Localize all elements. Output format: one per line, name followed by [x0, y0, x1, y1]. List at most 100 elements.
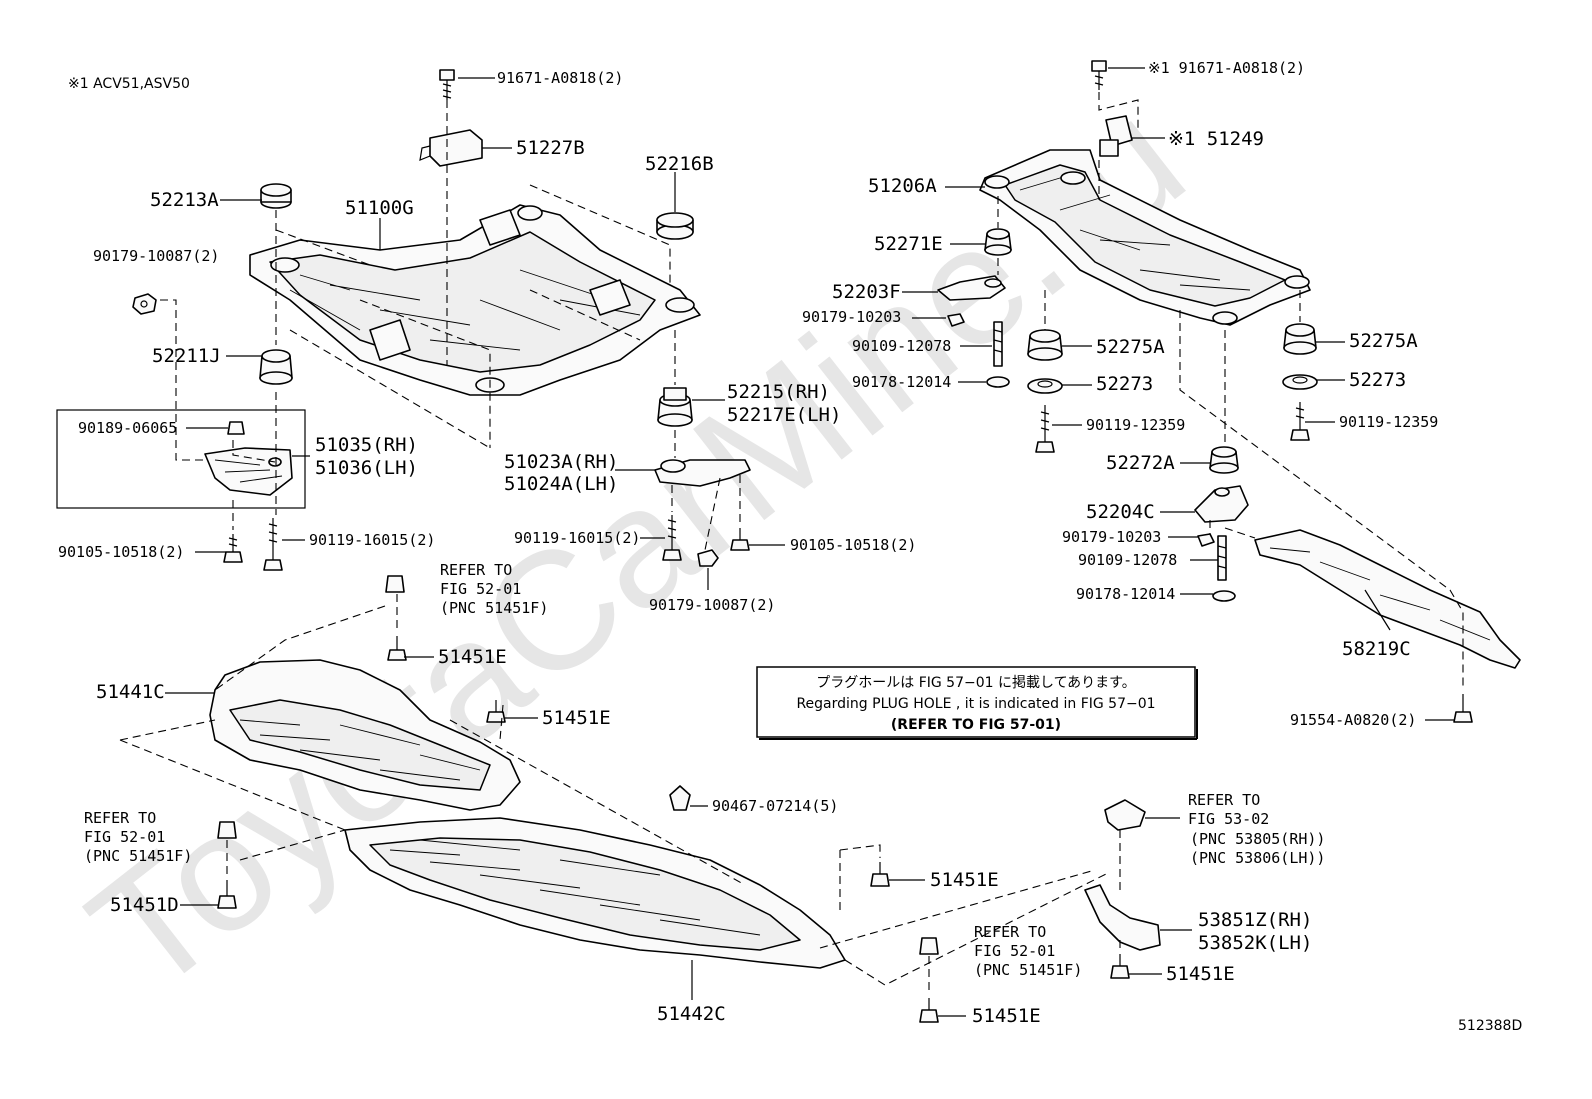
label-90119-12359-right[interactable]: 90119-12359 — [1339, 413, 1438, 431]
label-90109-12078-lower[interactable]: 90109-12078 — [1078, 551, 1177, 569]
label-90179-10087-left[interactable]: 90179-10087(2) — [93, 247, 219, 265]
label-52213a[interactable]: 52213A — [150, 189, 219, 211]
label-51451e-c[interactable]: 51451E — [930, 869, 999, 891]
label-51100g[interactable]: 51100G — [345, 197, 414, 219]
refer-right-line2[interactable]: FIG 53-02 — [1188, 810, 1269, 828]
label-90467-07214[interactable]: 90467-07214(5) — [712, 797, 838, 815]
nut-90179-10087-left — [132, 293, 157, 315]
plug-hole-note: プラグホールは FIG 57−01 に掲載してあります。 Regarding P… — [756, 666, 1198, 740]
clip-refer-top — [385, 575, 405, 593]
washer-90178-upper — [986, 376, 1010, 388]
refer-right-line1[interactable]: REFER TO — [1188, 791, 1260, 809]
refer-left-line1[interactable]: REFER TO — [84, 809, 156, 827]
bolt-91671-front — [439, 69, 455, 100]
stud-90109-upper — [993, 321, 1003, 367]
note-line-2: Regarding PLUG HOLE , it is indicated in… — [796, 696, 1155, 712]
label-91554-a0820[interactable]: 91554-A0820(2) — [1290, 711, 1416, 729]
label-52272a[interactable]: 52272A — [1106, 452, 1175, 474]
label-51451d[interactable]: 51451D — [110, 894, 179, 916]
label-90179-10087-mid[interactable]: 90179-10087(2) — [649, 596, 775, 614]
label-52204c[interactable]: 52204C — [1086, 501, 1155, 523]
bolt-90105-mid — [730, 528, 750, 551]
label-51035-rh[interactable]: 51035(RH) — [315, 434, 418, 456]
label-51024a-lh[interactable]: 51024A(LH) — [504, 473, 618, 495]
label-53851z-rh[interactable]: 53851Z(RH) — [1198, 909, 1312, 931]
label-51249[interactable]: ※1 51249 — [1168, 128, 1264, 150]
part-labels: 91671-A0818(2) 51227B 52213A 51100G 5221… — [58, 59, 1438, 1027]
refer-bottom-line1[interactable]: REFER TO — [974, 923, 1046, 941]
cushion-52215 — [657, 387, 693, 427]
label-90105-10518-left[interactable]: 90105-10518(2) — [58, 543, 184, 561]
stopper-52203f — [937, 275, 1006, 301]
cushion-52275a-left — [1027, 329, 1063, 361]
refer-left-line2[interactable]: FIG 52-01 — [84, 828, 165, 846]
label-51227b[interactable]: 51227B — [516, 137, 585, 159]
bracket-53851z — [1084, 884, 1161, 951]
engine-under-cover-51441c — [209, 659, 521, 811]
label-51451e-a[interactable]: 51451E — [438, 646, 507, 668]
label-52275a-right[interactable]: 52275A — [1349, 330, 1418, 352]
label-51451e-d[interactable]: 51451E — [972, 1005, 1041, 1027]
label-91671-a0818-front[interactable]: 91671-A0818(2) — [497, 69, 623, 87]
bolt-90119-mid — [662, 515, 682, 561]
brace-58219c — [1254, 529, 1521, 669]
clip-refer-left — [217, 821, 237, 839]
washer-52273-right — [1282, 374, 1318, 390]
label-51036-lh[interactable]: 51036(LH) — [315, 457, 418, 479]
label-51442c[interactable]: 51442C — [657, 1003, 726, 1025]
label-91671-a0818-rear[interactable]: ※1 91671-A0818(2) — [1148, 59, 1305, 77]
label-90119-12359-left[interactable]: 90119-12359 — [1086, 416, 1185, 434]
label-52203f[interactable]: 52203F — [832, 281, 901, 303]
label-52216b[interactable]: 52216B — [645, 153, 714, 175]
refer-right-line3[interactable]: (PNC 53805(RH)) — [1190, 830, 1325, 848]
label-90109-12078-upper[interactable]: 90109-12078 — [852, 337, 951, 355]
illustration-number: 512388D — [1458, 1018, 1522, 1034]
label-52217e-lh[interactable]: 52217E(LH) — [727, 404, 841, 426]
label-90178-12014-upper[interactable]: 90178-12014 — [852, 373, 951, 391]
cushion-52216b — [656, 212, 694, 240]
label-90189-06065[interactable]: 90189-06065 — [78, 419, 177, 437]
leader-lines — [165, 67, 1454, 1017]
stud-90109-lower — [1217, 535, 1227, 581]
label-51441c[interactable]: 51441C — [96, 681, 165, 703]
cushion-52211j — [259, 349, 293, 385]
cushion-52272a — [1209, 446, 1239, 474]
label-51206a[interactable]: 51206A — [868, 175, 937, 197]
bolt-91554-a0820 — [1453, 694, 1473, 723]
label-51451e-e[interactable]: 51451E — [1166, 963, 1235, 985]
label-52273-right[interactable]: 52273 — [1349, 369, 1406, 391]
stopper-51035 — [204, 447, 293, 496]
bolt-90119-12359-left — [1035, 405, 1055, 453]
label-52211j[interactable]: 52211J — [152, 345, 221, 367]
label-51023a-rh[interactable]: 51023A(RH) — [504, 451, 618, 473]
nut-90179-10203-lower — [1197, 533, 1215, 547]
label-53852k-lh[interactable]: 53852K(LH) — [1198, 932, 1312, 954]
label-58219c[interactable]: 58219C — [1342, 638, 1411, 660]
label-90119-16015-left[interactable]: 90119-16015(2) — [309, 531, 435, 549]
label-52215-rh[interactable]: 52215(RH) — [727, 381, 830, 403]
washer-52273-left — [1027, 378, 1063, 394]
label-90178-12014-lower[interactable]: 90178-12014 — [1076, 585, 1175, 603]
refer-left-line3[interactable]: (PNC 51451F) — [84, 847, 192, 865]
refer-top-line3[interactable]: (PNC 51451F) — [440, 599, 548, 617]
bolt-51451e-e — [1110, 954, 1130, 979]
label-51451e-b[interactable]: 51451E — [542, 707, 611, 729]
bolt-90119-12359-right — [1290, 402, 1310, 441]
bracket-51227b — [419, 129, 483, 167]
label-90179-10203-upper[interactable]: 90179-10203 — [802, 308, 901, 326]
refer-right-line4[interactable]: (PNC 53806(LH)) — [1190, 849, 1325, 867]
bolt-51451e-d — [919, 998, 939, 1023]
refer-top-line1[interactable]: REFER TO — [440, 561, 512, 579]
refer-bottom-line3[interactable]: (PNC 51451F) — [974, 961, 1082, 979]
label-52271e[interactable]: 52271E — [874, 233, 943, 255]
label-90179-10203-lower[interactable]: 90179-10203 — [1062, 528, 1161, 546]
label-52273-left[interactable]: 52273 — [1096, 373, 1153, 395]
label-52275a-left[interactable]: 52275A — [1096, 336, 1165, 358]
refer-bottom-line2[interactable]: FIG 52-01 — [974, 942, 1055, 960]
label-90119-16015-mid[interactable]: 90119-16015(2) — [514, 529, 640, 547]
refer-top-line2[interactable]: FIG 52-01 — [440, 580, 521, 598]
label-90105-10518-mid[interactable]: 90105-10518(2) — [790, 536, 916, 554]
bolt-90119-left — [263, 518, 283, 571]
